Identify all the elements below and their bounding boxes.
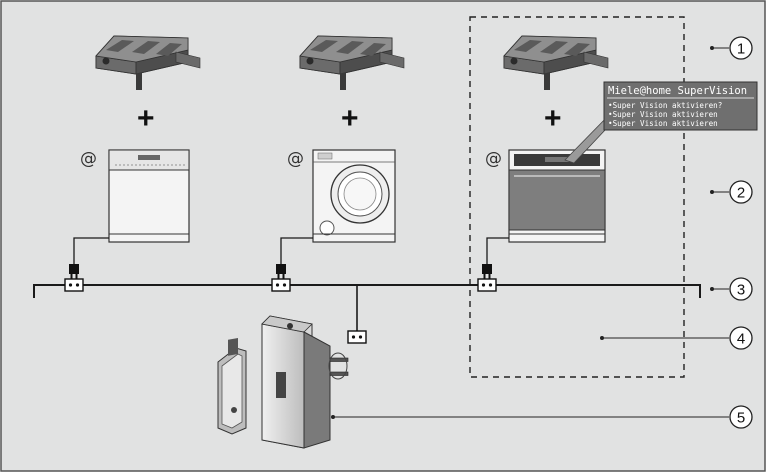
powerline-gateway (217, 315, 349, 449)
callout-1: 1 (729, 36, 753, 60)
supervision-group-frame (469, 16, 685, 378)
supervision-display: Miele@home SuperVision •Super Vision akt… (564, 81, 758, 164)
callout-2: 2 (729, 180, 753, 204)
callout-5: 5 (729, 405, 753, 429)
callout-2-label: 2 (737, 185, 745, 202)
plus-sign-1: + (137, 102, 155, 135)
home-symbol-dishwasher: @ (80, 149, 97, 169)
callout-3-label: 3 (737, 282, 745, 299)
callout-1-label: 1 (737, 41, 745, 58)
socket-dishwasher (64, 278, 84, 292)
plus-sign-3: + (544, 102, 562, 135)
home-symbol-oven: @ (485, 149, 502, 169)
callout-4-label: 4 (737, 331, 745, 348)
socket-gateway (347, 330, 367, 344)
plus-sign-2: + (341, 102, 359, 135)
display-line-1: •Super Vision aktivieren? (608, 101, 722, 110)
callout-5-label: 5 (737, 410, 745, 427)
callout-3: 3 (729, 277, 753, 301)
display-title: Miele@home SuperVision (608, 85, 747, 97)
home-symbol-washer: @ (287, 149, 304, 169)
appliance-cables (73, 237, 509, 266)
callout-4: 4 (729, 326, 753, 350)
socket-washer (271, 278, 291, 292)
display-line-2: •Super Vision aktivieren (608, 110, 718, 119)
display-line-3: •Super Vision aktivieren (608, 119, 718, 128)
callout-leaders (333, 47, 729, 418)
power-line (33, 284, 701, 298)
washing-machine (312, 149, 396, 243)
oven (508, 149, 606, 243)
dishwasher (108, 149, 190, 243)
socket-oven (477, 278, 497, 292)
